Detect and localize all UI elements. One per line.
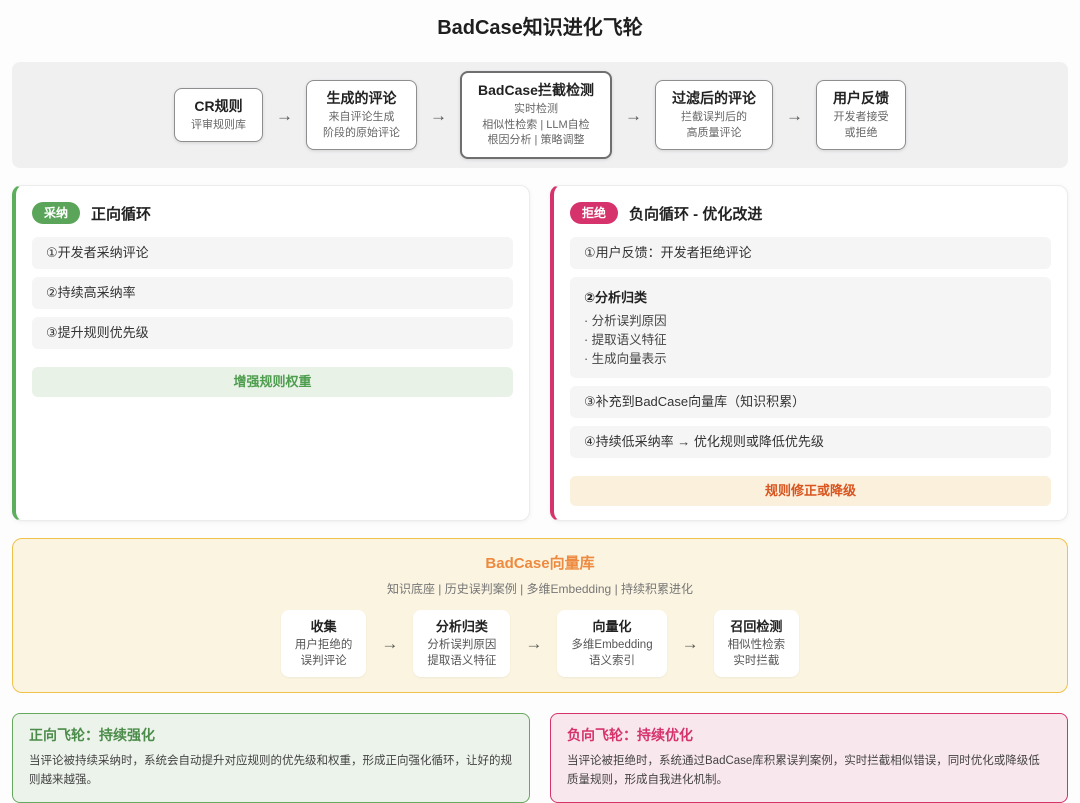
- positive-flywheel-title: 正向飞轮：持续强化: [29, 727, 155, 743]
- positive-flywheel-body: 当评论被持续采纳时，系统会自动提升对应规则的优先级和权重，形成正向强化循环，让好…: [29, 755, 512, 786]
- negative-result-banner: 规则修正或降级: [570, 476, 1051, 506]
- vector-step-vectorize: 向量化 多维Embedding 语义索引: [557, 610, 667, 677]
- vector-step-line: 分析误判原因: [427, 639, 497, 651]
- page-title: BadCase知识进化飞轮: [437, 17, 643, 39]
- vector-step-title: 召回检测: [730, 619, 783, 634]
- reject-badge: 拒绝: [570, 202, 619, 224]
- flow-step-badcase-detection: BadCase拦截检测 实时检测 相似性检索 | LLM自检 根因分析 | 策略…: [460, 71, 612, 159]
- flow-step-generated-comments: 生成的评论 来自评论生成 阶段的原始评论: [306, 80, 418, 150]
- positive-result-banner: 增强规则权重: [32, 367, 513, 397]
- flow-step-title: CR规则: [194, 97, 243, 114]
- negative-step-2-analysis: ②分析归类 · 分析误判原因 · 提取语义特征 · 生成向量表示: [570, 277, 1051, 378]
- flow-step-title: BadCase拦截检测: [478, 82, 594, 99]
- vector-db-subtitle: 知识底座 | 历史误判案例 | 多维Embedding | 持续积累进化: [386, 582, 694, 596]
- flow-step-line: 相似性检索 | LLM自检: [482, 118, 590, 131]
- vector-step-line: 相似性检索: [727, 639, 786, 651]
- vector-db-title: BadCase向量库: [485, 555, 595, 572]
- flow-step-line: 高质量评论: [686, 126, 742, 139]
- flow-step-line: 阶段的原始评论: [323, 126, 401, 139]
- vector-step-line: 误判评论: [300, 655, 347, 667]
- positive-panel-header: 采纳 正向循环: [32, 202, 513, 224]
- flow-step-line: 实时检测: [513, 103, 558, 116]
- flow-step-line: 来自评论生成: [328, 111, 395, 123]
- negative-flywheel-note: 负向飞轮：持续优化 当评论被拒绝时，系统通过BadCase库积累误判案例，实时拦…: [550, 713, 1068, 803]
- arrow-right-icon: →: [430, 105, 448, 125]
- flow-step-user-feedback: 用户反馈 开发者接受 或拒绝: [815, 80, 906, 150]
- arrow-right-icon: →: [525, 634, 543, 653]
- loop-panels-row: 采纳 正向循环 ①开发者采纳评论 ②持续高采纳率 ③提升规则优先级 增强规则权重…: [12, 185, 1068, 521]
- arrow-right-icon: →: [624, 105, 642, 125]
- positive-panel-title: 正向循环: [91, 205, 152, 223]
- arrow-right-icon: →: [276, 105, 294, 125]
- negative-step-1: ①用户反馈：开发者拒绝评论: [570, 237, 1051, 269]
- flow-step-cr-rules: CR规则 评审规则库: [174, 87, 264, 143]
- positive-loop-panel: 采纳 正向循环 ①开发者采纳评论 ②持续高采纳率 ③提升规则优先级 增强规则权重: [12, 185, 530, 521]
- vector-step-line: 多维Embedding: [571, 639, 653, 651]
- vector-db-flow: 收集 用户拒绝的 误判评论 → 分析归类 分析误判原因 提取语义特征 → 向量化…: [23, 610, 1057, 677]
- top-flow-band: CR规则 评审规则库 → 生成的评论 来自评论生成 阶段的原始评论 → BadC…: [12, 62, 1068, 168]
- flow-step-title: 用户反馈: [832, 90, 889, 106]
- analysis-title: ②分析归类: [584, 290, 648, 305]
- flow-step-title: 过滤后的评论: [671, 90, 756, 106]
- vector-step-line: 用户拒绝的: [294, 639, 353, 651]
- flow-step-line: 开发者接受: [833, 111, 889, 123]
- flow-step-line: 根因分析 | 策略调整: [487, 134, 585, 147]
- vector-step-collect: 收集 用户拒绝的 误判评论: [280, 610, 367, 677]
- positive-flywheel-note: 正向飞轮：持续强化 当评论被持续采纳时，系统会自动提升对应规则的优先级和权重，形…: [12, 713, 530, 803]
- flow-step-line: 拦截误判后的: [680, 111, 747, 123]
- analysis-bullet: · 生成向量表示: [584, 352, 667, 366]
- vector-step-title: 分析归类: [435, 619, 488, 634]
- negative-panel-header: 拒绝 负向循环 - 优化改进: [570, 202, 1051, 224]
- vector-step-line: 提取语义特征: [427, 655, 497, 667]
- positive-step-1: ①开发者采纳评论: [32, 237, 513, 269]
- negative-step-3: ③补充到BadCase向量库（知识积累）: [570, 386, 1051, 418]
- arrow-right-icon: →: [681, 634, 699, 653]
- analysis-bullet: · 提取语义特征: [584, 333, 667, 347]
- negative-step-4: ④持续低采纳率 → 优化规则或降低优先级: [570, 426, 1051, 458]
- vector-step-line: 语义索引: [589, 655, 635, 667]
- positive-step-2: ②持续高采纳率: [32, 277, 513, 309]
- accept-badge: 采纳: [32, 202, 81, 224]
- analysis-bullet: · 分析误判原因: [584, 314, 667, 328]
- positive-step-3: ③提升规则优先级: [32, 317, 513, 349]
- vector-step-recall: 召回检测 相似性检索 实时拦截: [713, 610, 800, 677]
- vector-step-title: 向量化: [592, 619, 632, 634]
- vector-step-title: 收集: [310, 619, 337, 634]
- negative-loop-panel: 拒绝 负向循环 - 优化改进 ①用户反馈：开发者拒绝评论 ②分析归类 · 分析误…: [550, 185, 1068, 521]
- negative-panel-title: 负向循环 - 优化改进: [629, 205, 763, 223]
- flow-step-line: 或拒绝: [844, 126, 878, 139]
- vector-step-line: 实时拦截: [733, 655, 780, 667]
- arrow-right-icon: →: [381, 634, 399, 653]
- negative-flywheel-title: 负向飞轮：持续优化: [567, 727, 693, 743]
- flow-step-line: 评审规则库: [191, 118, 247, 131]
- flow-step-filtered-comments: 过滤后的评论 拦截误判后的 高质量评论: [654, 80, 773, 150]
- vector-step-analyze: 分析归类 分析误判原因 提取语义特征: [413, 610, 511, 677]
- arrow-right-icon: →: [785, 105, 803, 125]
- flow-step-title: 生成的评论: [326, 90, 397, 106]
- flywheel-notes-row: 正向飞轮：持续强化 当评论被持续采纳时，系统会自动提升对应规则的优先级和权重，形…: [12, 713, 1068, 803]
- negative-flywheel-body: 当评论被拒绝时，系统通过BadCase库积累误判案例，实时拦截相似错误，同时优化…: [567, 755, 1040, 786]
- vector-db-panel: BadCase向量库 知识底座 | 历史误判案例 | 多维Embedding |…: [12, 538, 1068, 693]
